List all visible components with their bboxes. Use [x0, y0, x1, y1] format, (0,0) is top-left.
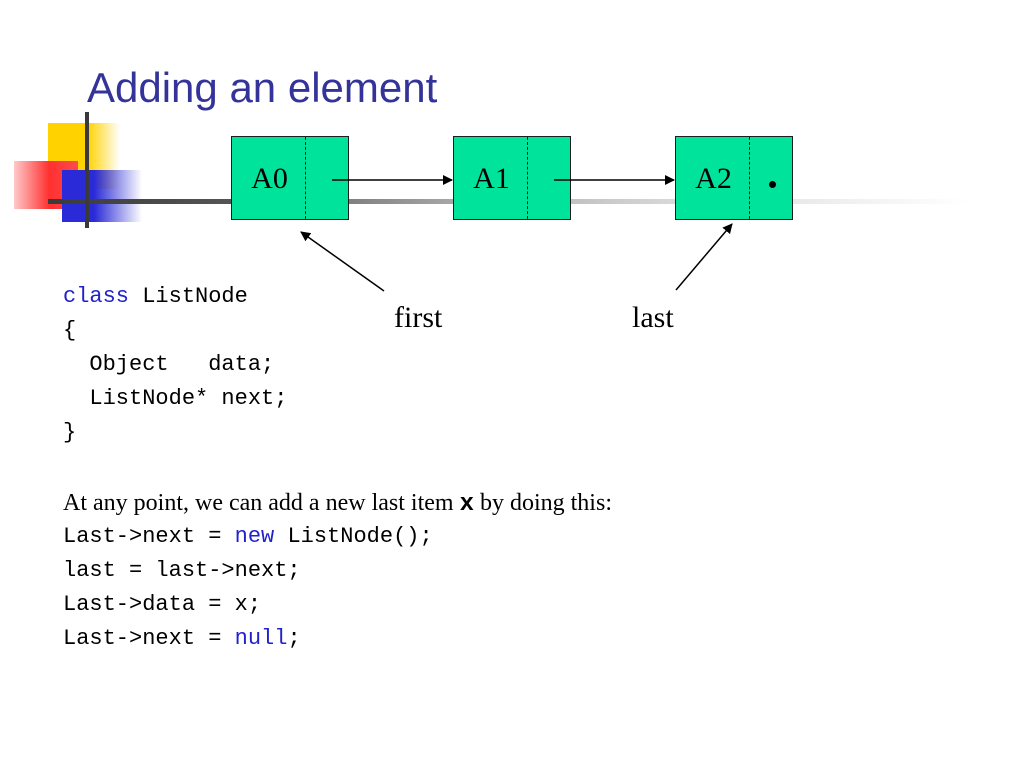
code-text: Last->next = [63, 626, 235, 651]
node-next-pointer-cell [305, 137, 348, 219]
step-code-line-3: Last->data = x; [63, 592, 262, 617]
class-code-line-2: { [63, 318, 77, 343]
class-code-line-5: } [63, 420, 77, 445]
list-node-a1: A1 [453, 136, 571, 220]
code-keyword: new [234, 524, 275, 549]
explanation-after: by doing this: [473, 490, 612, 516]
code-text: ; [287, 626, 301, 651]
decor-blue-square [62, 170, 142, 222]
node-next-pointer-cell [527, 137, 570, 219]
code-keyword: class [63, 284, 130, 309]
explanation-variable: x [459, 491, 474, 518]
explanation-text: At any point, we can add a new last item… [63, 486, 612, 522]
node-value: A1 [473, 162, 510, 195]
node-value: A0 [251, 162, 288, 195]
step-code-line-4: Last->next = null; [63, 622, 301, 656]
code-text: ListNode(); [274, 524, 433, 549]
first-pointer-arrow [300, 231, 385, 292]
node-next-pointer-cell [749, 137, 792, 219]
list-node-a2: A2 [675, 136, 793, 220]
list-node-a0: A0 [231, 136, 349, 220]
class-code-line-4: ListNode* next; [63, 386, 288, 411]
first-label: first [394, 301, 443, 334]
last-label: last [632, 301, 674, 334]
decor-vertical-rule [85, 112, 89, 228]
null-pointer-dot [769, 181, 776, 188]
slide-title: Adding an element [87, 64, 438, 111]
class-code-line-1: class ListNode [63, 280, 248, 314]
step-code-line-1: Last->next = new ListNode(); [63, 520, 433, 554]
explanation-before: At any point, we can add a new last item [63, 490, 460, 516]
code-text: ListNode [129, 284, 248, 309]
code-text: Last->next = [63, 524, 235, 549]
code-keyword: null [234, 626, 288, 651]
node-value: A2 [695, 162, 732, 195]
step-code-line-2: last = last->next; [63, 558, 301, 583]
class-code-line-3: Object data; [63, 352, 275, 377]
last-pointer-arrow [675, 223, 733, 291]
